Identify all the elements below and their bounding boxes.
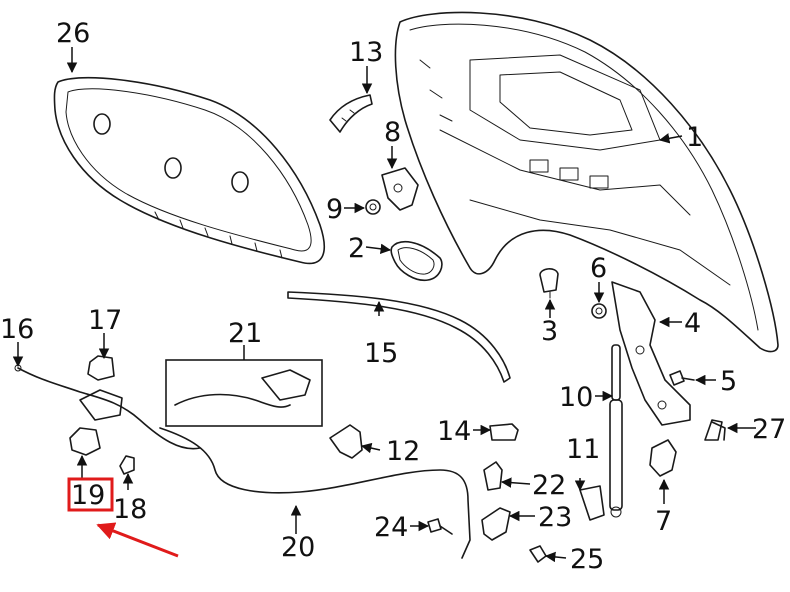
nut-9 xyxy=(365,199,381,215)
highlight-arrow xyxy=(96,522,179,558)
callout-5: 5 xyxy=(720,366,737,397)
gas-strut-10 xyxy=(609,344,623,518)
clip-25 xyxy=(529,545,547,563)
latch-12 xyxy=(329,424,363,459)
callout-9: 9 xyxy=(326,194,343,225)
bumper-3 xyxy=(539,268,559,299)
callout-15: 15 xyxy=(364,338,398,369)
callout-8: 8 xyxy=(384,117,401,148)
bracket-22 xyxy=(483,461,503,491)
bracket-7 xyxy=(649,439,677,477)
callout-18: 18 xyxy=(113,494,147,525)
highlight-box xyxy=(67,477,114,512)
callout-12: 12 xyxy=(386,436,420,467)
callout-21: 21 xyxy=(228,318,262,349)
callout-24: 24 xyxy=(374,512,408,543)
bumper-14 xyxy=(489,423,519,441)
release-cable xyxy=(14,364,471,559)
leader-lines xyxy=(12,47,756,563)
hood-insulator-pad xyxy=(53,76,325,265)
callout-19-highlight xyxy=(67,477,179,558)
hood-panel xyxy=(394,11,779,353)
bracket-11 xyxy=(579,485,605,521)
callout-14: 14 xyxy=(437,416,471,447)
callout-labels: 26 13 1 8 9 2 6 3 4 15 21 16 17 5 10 27 … xyxy=(0,18,786,575)
bracket-8 xyxy=(381,167,419,211)
callout-1: 1 xyxy=(686,122,703,153)
seal-2 xyxy=(390,240,443,282)
callout-27: 27 xyxy=(752,414,786,445)
bracket-23 xyxy=(481,507,511,541)
callout-25: 25 xyxy=(570,544,604,575)
nut-6 xyxy=(591,303,607,319)
bolt-24 xyxy=(427,518,453,535)
callout-6: 6 xyxy=(590,253,607,284)
callout-17: 17 xyxy=(88,305,122,336)
hood-seal-strip xyxy=(287,291,511,383)
callout-23: 23 xyxy=(538,502,572,533)
clip-17 xyxy=(87,355,115,381)
clip-18 xyxy=(119,455,135,475)
callout-16: 16 xyxy=(0,314,34,345)
hinge-4 xyxy=(611,281,691,426)
bracket-27 xyxy=(704,419,726,441)
callout-19: 19 xyxy=(71,480,105,511)
callout-11: 11 xyxy=(566,434,600,465)
inset-box-21 xyxy=(165,359,323,427)
callout-7: 7 xyxy=(655,506,672,537)
callout-20: 20 xyxy=(281,532,315,563)
callout-2: 2 xyxy=(348,233,365,264)
callout-13: 13 xyxy=(349,37,383,68)
callout-22: 22 xyxy=(532,470,566,501)
hood-hinge-cover xyxy=(329,94,373,133)
callout-26: 26 xyxy=(56,18,90,49)
bolt-5 xyxy=(669,370,695,386)
callout-4: 4 xyxy=(684,308,701,339)
callout-10: 10 xyxy=(559,382,593,413)
callout-3: 3 xyxy=(541,316,558,347)
release-lever xyxy=(79,389,123,421)
handle-19 xyxy=(69,427,101,456)
